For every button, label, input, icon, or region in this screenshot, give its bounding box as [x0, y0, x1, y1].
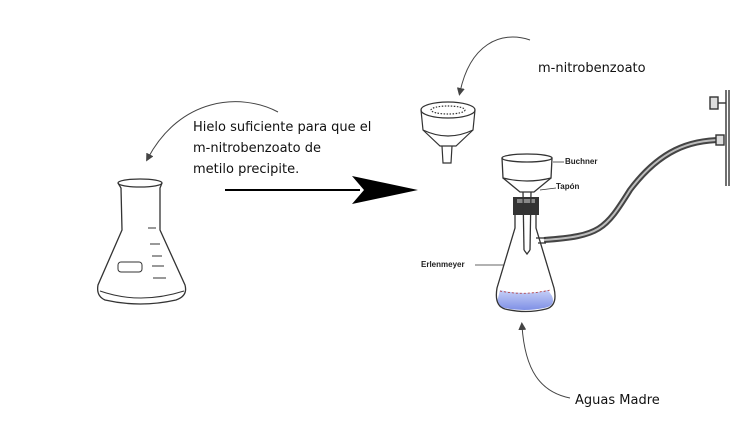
ice-note-line-2: m-nitrobenzoato de [193, 141, 321, 156]
mother-liquor-fill [497, 290, 553, 310]
pointer-mother-liquor [518, 322, 571, 399]
ice-note-text: Hielo suficiente para que el m-nitrobenz… [193, 118, 371, 181]
filtration-apparatus [475, 90, 730, 313]
buchner-funnel-icon [420, 101, 476, 164]
ice-note-line-1: Hielo suficiente para que el [193, 120, 372, 135]
pointer-left-flask [146, 101, 279, 162]
mother-liquor-label: Aguas Madre [575, 393, 660, 408]
flask-label: Erlenmeyer [421, 260, 465, 269]
pointer-product [456, 36, 531, 96]
process-arrow [225, 176, 418, 204]
stopper-label: Tapón [556, 182, 580, 191]
erlenmeyer-flask-right [495, 215, 556, 313]
erlenmeyer-flask-left [97, 178, 187, 305]
ice-note-line-3: metilo precipite. [193, 162, 300, 177]
buchner-funnel [501, 153, 553, 256]
product-label: m-nitrobenzoato [538, 61, 646, 76]
vacuum-tap [709, 90, 730, 186]
buchner-label: Buchner [565, 157, 598, 166]
